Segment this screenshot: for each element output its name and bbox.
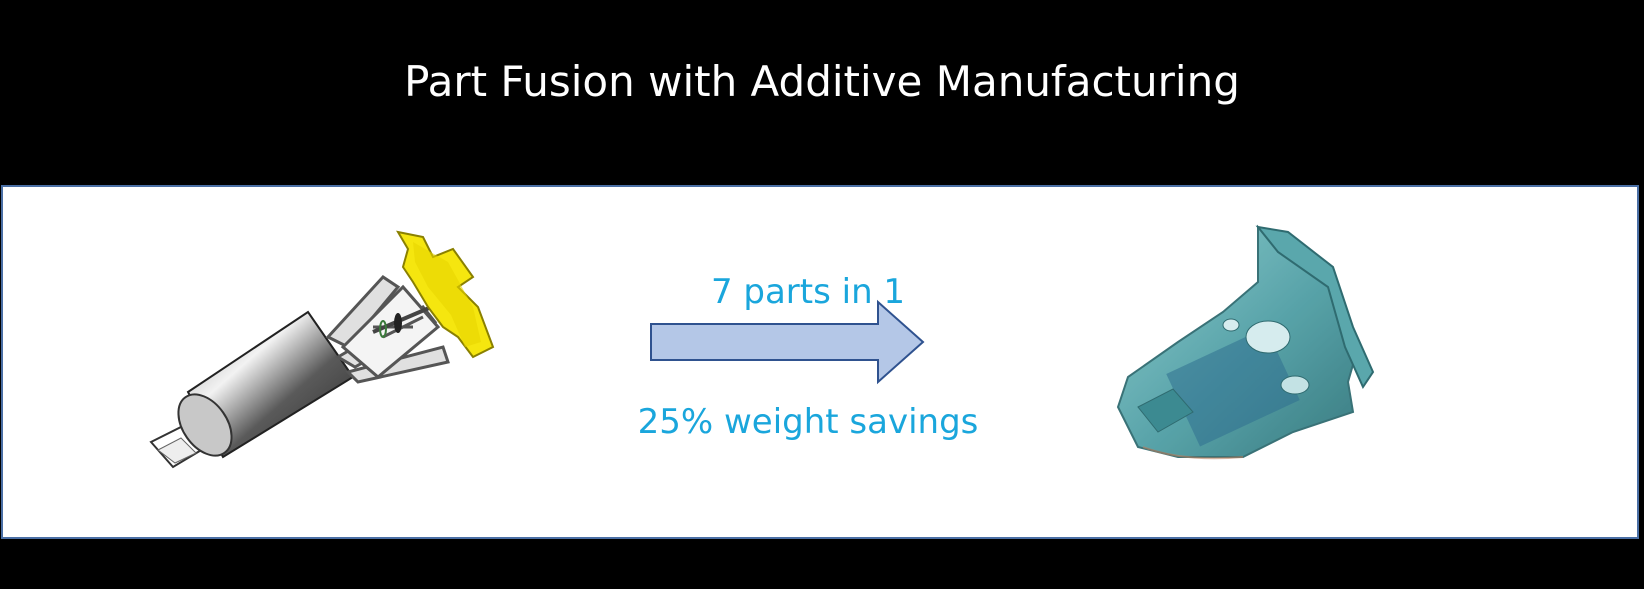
yellow-knob-part [396, 230, 495, 359]
content-panel: 7 parts in 1 25% weight savings [1, 185, 1639, 539]
multi-part-assembly-image [149, 230, 495, 469]
parts-count-label: 7 parts in 1 [710, 272, 906, 312]
slide-title: Part Fusion with Additive Manufacturing [404, 57, 1240, 106]
cone-body-part [177, 310, 355, 459]
fused-part-body [1116, 224, 1375, 460]
right-arrow-icon [650, 299, 925, 385]
fused-part-image [1116, 224, 1375, 460]
weight-savings-label: 25% weight savings [637, 402, 979, 442]
